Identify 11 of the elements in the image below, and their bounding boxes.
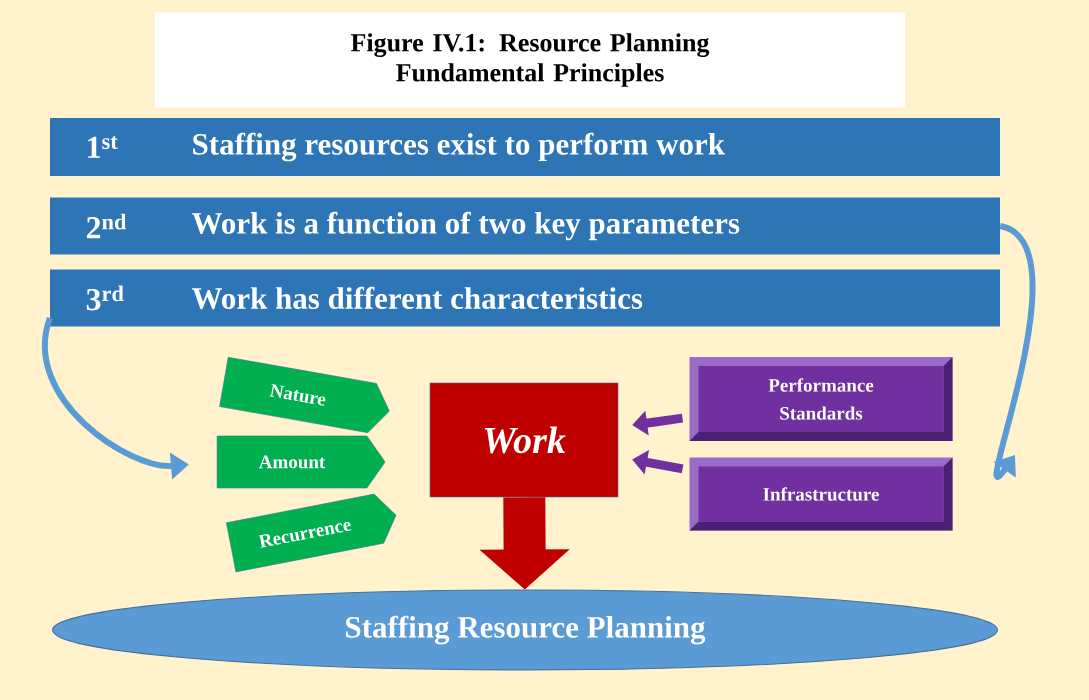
principle-band: 3$^{rd}$ Work has different characteristics [50,269,1000,327]
parameter-box: Infrastructure [689,457,953,531]
label-tag: Recurrence [226,493,397,573]
work-box: Work [429,382,619,498]
title-box: Figure IV.1: Resource Planning Fundamental Principles [155,12,905,108]
label-tag: Nature [219,357,390,433]
parameter-box: Performance Standards [689,357,953,441]
label-tag: Amount [216,435,386,489]
curved-arrow [993,223,1036,479]
principle-band: 1$^{st}$ Staffing resources exist to perform work [50,118,1000,176]
principle-band: 2$^{nd}$ Work is a function of two key parameters [50,197,1000,255]
